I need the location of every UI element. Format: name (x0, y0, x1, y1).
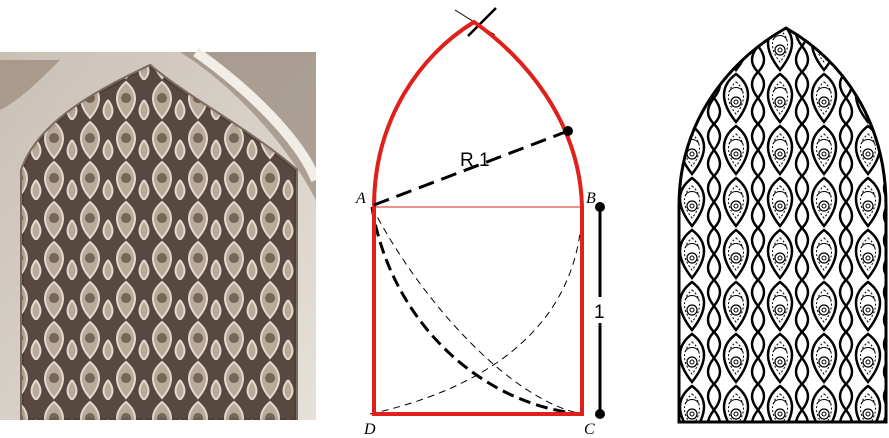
point-b-label: B (586, 190, 596, 207)
carved-screen-photo (0, 0, 316, 438)
guide-arc-db (369, 206, 583, 415)
unit-label: 1 (594, 302, 605, 323)
arch-construction-diagram: R 1 1 A B C D (330, 0, 630, 438)
guide-arc-thick (370, 206, 583, 416)
radius-label: R 1 (460, 150, 490, 171)
photo-illustration (0, 47, 316, 438)
pattern-svg (677, 26, 888, 424)
point-d-label: D (363, 421, 376, 438)
lattice-pattern-drawing (660, 0, 889, 438)
unit-bottom-dot (595, 409, 605, 419)
radius-line (373, 129, 569, 207)
pattern-frame (677, 26, 888, 424)
point-a-label: A (355, 190, 366, 207)
construction-svg: R 1 1 A B C D (355, 7, 608, 438)
photo-bottom-margin (0, 420, 316, 438)
radius-endpoint (563, 126, 573, 136)
apex-tick-b (467, 7, 497, 37)
unit-top-dot (595, 202, 605, 212)
guide-arc-thin (371, 206, 583, 415)
left-moulding (0, 60, 60, 110)
point-c-label: C (584, 421, 595, 438)
ogee-lattice (679, 28, 886, 422)
arch-band (193, 47, 316, 182)
arch-moulding (180, 52, 316, 200)
unit-label-bg (592, 297, 608, 323)
arch-outline (372, 19, 584, 416)
